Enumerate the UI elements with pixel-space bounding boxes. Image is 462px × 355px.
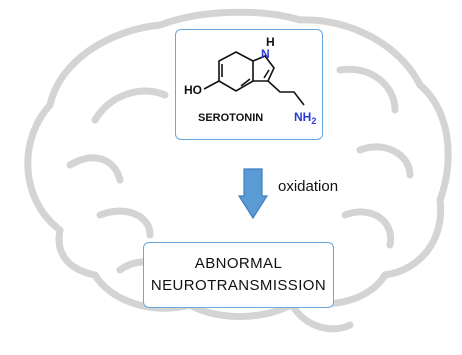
process-label: oxidation <box>278 178 339 195</box>
molecule-name: SEROTONIN <box>198 112 263 124</box>
benzene-ring <box>218 51 254 92</box>
indole-nh-label: H <box>266 35 275 49</box>
ethylamine-chain <box>267 80 305 106</box>
serotonin-structure: H N HO NH2 SEROTONIN <box>184 35 316 126</box>
result-box: ABNORMAL NEUROTRANSMISSION <box>143 242 334 308</box>
serotonin-structure-box: H N HO NH2 SEROTONIN <box>175 29 323 140</box>
pyrrole-ring <box>252 55 275 82</box>
result-line-1: ABNORMAL <box>194 255 283 272</box>
amine-label: NH2 <box>294 110 316 126</box>
indole-n-label: N <box>261 47 270 61</box>
hydroxyl-label: HO <box>184 83 202 97</box>
result-line-2: NEUROTRANSMISSION <box>150 277 327 294</box>
pyrrole-double-bond <box>263 69 270 79</box>
inner-double-bond <box>240 78 251 87</box>
down-arrow-icon <box>238 168 268 220</box>
hydroxyl-bond <box>203 80 220 90</box>
